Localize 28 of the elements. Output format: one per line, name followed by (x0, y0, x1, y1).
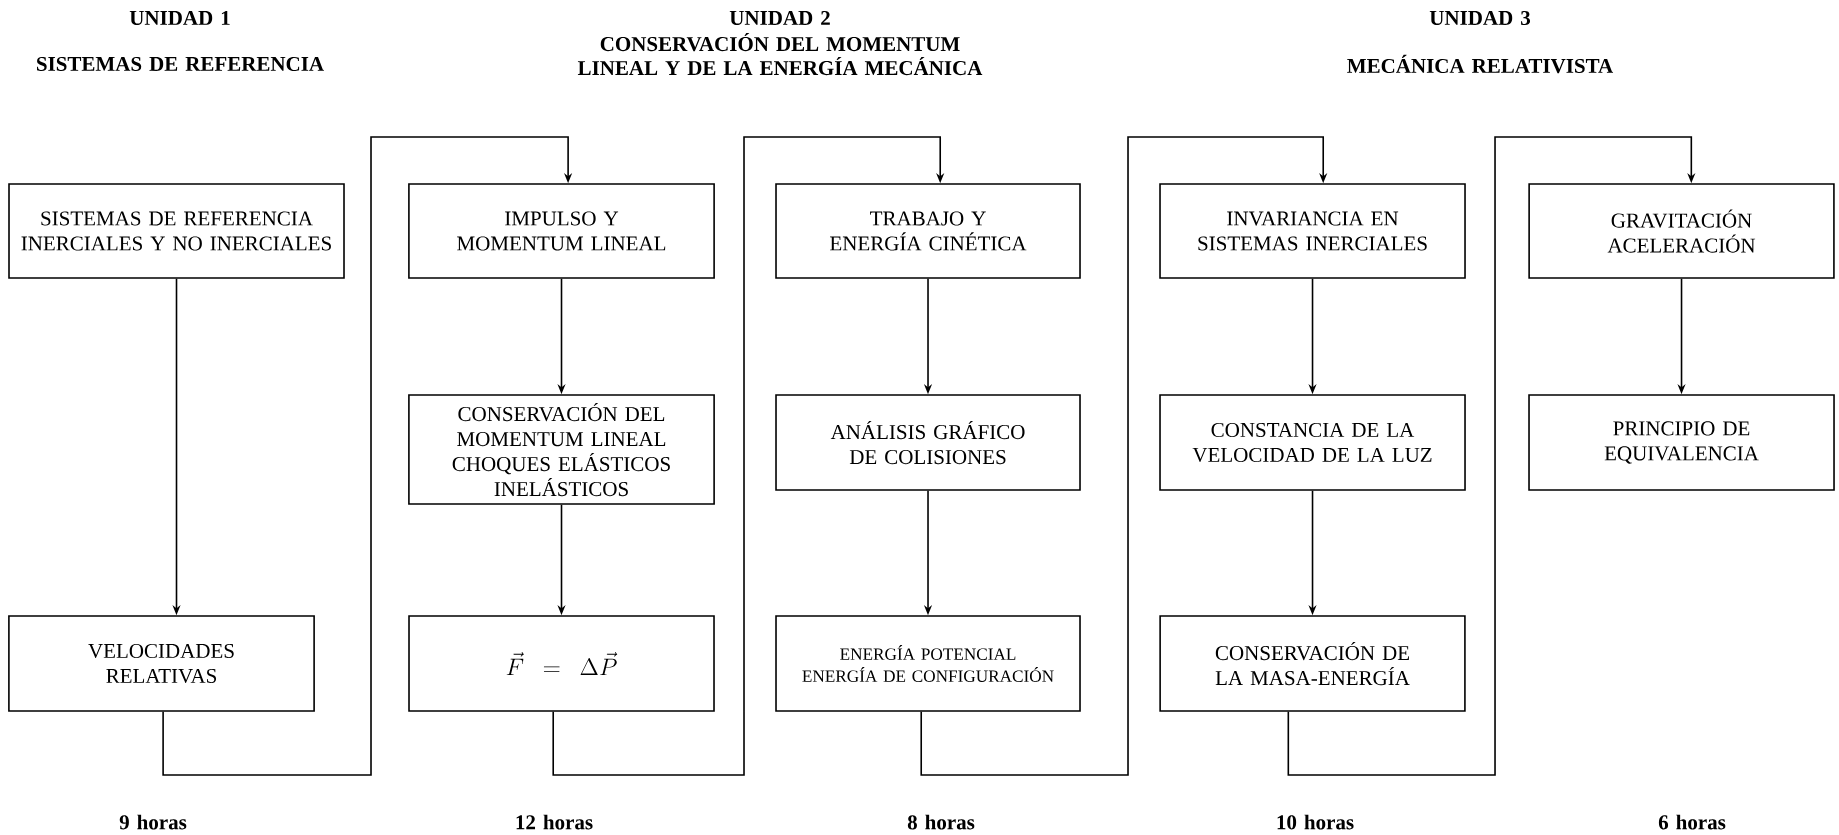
topic-box: INVARIANCIA EN SISTEMAS INERCIALES (1159, 183, 1466, 279)
unit-heading: CONSERVACIÓN DEL MOMENTUM LINEAL Y DE LA ENERGÍA MECÁNICA (577, 32, 983, 76)
unit-heading: UNIDAD 2 (729, 10, 830, 26)
topic-box: ANÁLISIS GRÁFICO DE COLISIONES (775, 394, 1081, 491)
connector-arrow (920, 136, 1328, 776)
topic-box: TRABAJO Y ENERGÍA CINÉTICA (775, 183, 1081, 279)
topic-box: GRAVITACIÓN ACELERACIÓN (1528, 183, 1835, 279)
duration-label: 9 horas (119, 814, 187, 830)
topic-box: PRINCIPIO DE EQUIVALENCIA (1528, 394, 1835, 491)
connector-arrow (552, 136, 945, 776)
duration-label: 10 horas (1277, 814, 1354, 830)
unit-heading: SISTEMAS DE REFERENCIA (37, 56, 324, 72)
unit-heading: MECÁNICA RELATIVISTA (1347, 54, 1614, 74)
connector-arrow (162, 136, 573, 776)
topic-box: VELOCIDADES RELATIVAS (8, 615, 315, 712)
topic-box: CONSERVACIÓN DEL MOMENTUM LINEAL CHOQUES ELÁSTICOS INELÁSTICOS (408, 394, 715, 505)
duration-label: 6 horas (1658, 814, 1726, 830)
topic-box: ENERGÍA POTENCIAL ENERGÍA DE CONFIGURACIÓN (775, 615, 1081, 712)
topic-box: CONSERVACIÓN DE LA MASA-ENERGÍA (1159, 615, 1466, 712)
duration-label: 8 horas (907, 814, 975, 830)
formula-box: $\vec{F} = \Delta \vec{P}$ (408, 615, 715, 712)
topic-box: CONSTANCIA DE LA VELOCIDAD DE LA LUZ (1159, 394, 1466, 491)
connector-arrow (1287, 136, 1696, 776)
topic-box: SISTEMAS DE REFERENCIA INERCIALES Y NO INERCIALES (8, 183, 345, 279)
unit-heading: UNIDAD 1 (129, 10, 230, 25)
topic-box: IMPULSO Y MOMENTUM LINEAL (408, 183, 715, 279)
duration-label: 12 horas (516, 814, 593, 830)
unit-heading: UNIDAD 3 (1429, 10, 1531, 26)
